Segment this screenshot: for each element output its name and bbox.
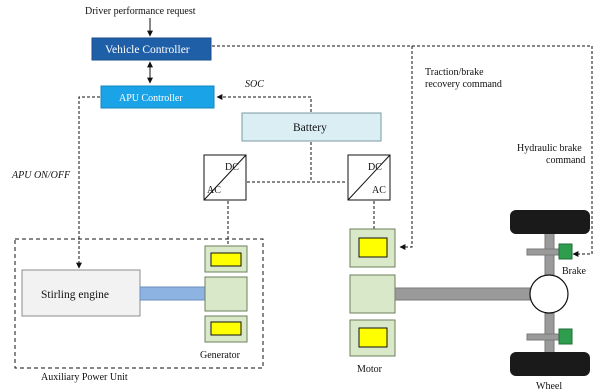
- traction-command-label-2: recovery command: [425, 79, 502, 90]
- motor-bottom-winding: [358, 327, 388, 348]
- converter-right-dc: DC: [368, 162, 382, 173]
- motor-label: Motor: [357, 364, 383, 375]
- bottom-wheel: [510, 352, 590, 376]
- auxiliary-power-unit-label: Auxiliary Power Unit: [41, 372, 128, 383]
- hydraulic-command-label-2: command: [546, 155, 585, 166]
- top-wheel: [510, 210, 590, 234]
- engine-generator-shaft: [139, 286, 206, 301]
- converter-right-ac: AC: [372, 185, 386, 196]
- battery-label: Battery: [293, 122, 327, 134]
- hydraulic-command-line: [412, 45, 593, 257]
- traction-command-label-1: Traction/brake: [425, 67, 484, 78]
- apu-on-off-label: APU ON/OFF: [11, 170, 71, 181]
- motor-drive-shaft: [394, 287, 531, 301]
- motor-top-winding: [358, 237, 388, 258]
- brake-label: Brake: [562, 266, 586, 277]
- soc-label: SOC: [245, 79, 264, 90]
- driver-request-label: Driver performance request: [85, 6, 196, 17]
- apu-controller-box: [100, 85, 215, 109]
- motor-rotor: [349, 274, 396, 314]
- differential: [529, 274, 569, 314]
- vehicle-controller-label: Vehicle Controller: [105, 44, 190, 56]
- vehicle-controller-box: [91, 37, 212, 61]
- soc-signal-line: [216, 94, 312, 112]
- converter-left-diagonal: [203, 154, 247, 201]
- stirling-engine-label: Stirling engine: [41, 289, 109, 301]
- wheel-label: Wheel: [536, 381, 562, 392]
- apu-controller-label: APU Controller: [119, 93, 183, 104]
- bottom-brake-caliper: [558, 328, 573, 345]
- battery-box: [241, 112, 382, 142]
- stirling-engine-box: [21, 269, 141, 317]
- converter-left-dc: DC: [225, 162, 239, 173]
- traction-command-line: [212, 45, 413, 250]
- generator-rotor: [204, 276, 248, 312]
- generator-bottom-winding: [210, 321, 242, 336]
- generator-label: Generator: [200, 350, 241, 361]
- converter-right-diagonal: [347, 154, 391, 201]
- converter-left-ac: AC: [207, 185, 221, 196]
- auxiliary-power-unit-boundary: [14, 238, 264, 369]
- top-brake-caliper: [558, 243, 573, 260]
- apu-on-off-line: [76, 96, 100, 269]
- generator-top-winding: [210, 252, 242, 267]
- hydraulic-command-label-1: Hydraulic brake: [517, 143, 582, 154]
